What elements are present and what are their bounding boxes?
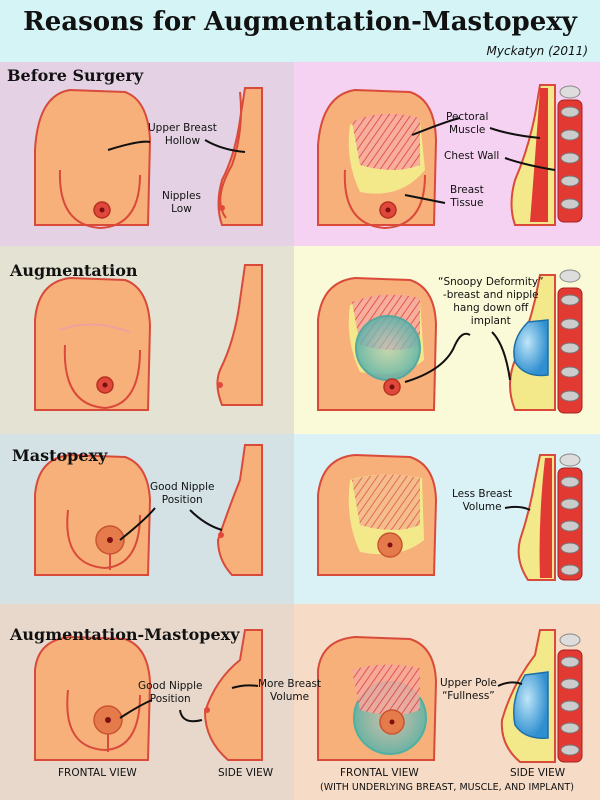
- label-less-breast-volume: Less Breast Volume: [452, 488, 512, 514]
- label-more-breast-volume: More Breast Volume: [258, 678, 321, 704]
- row4-title: Augmentation-Mastopexy: [10, 625, 240, 644]
- row1-frontal-anatomy: [318, 90, 436, 228]
- row4-frontal-anatomy: [318, 637, 436, 760]
- footer-side-view-right: SIDE VIEW: [510, 767, 565, 779]
- label-pectoral-muscle: Pectoral Muscle: [446, 111, 488, 137]
- label-chest-wall: Chest Wall: [444, 150, 499, 163]
- label-snoopy-deformity: “Snoopy Deformity” -breast and nipple ha…: [438, 276, 544, 329]
- row1-frontal-torso: [35, 90, 150, 228]
- label-upper-pole-fullness: Upper Pole “Fullness”: [440, 677, 497, 703]
- label-upper-breast-hollow: Upper Breast Hollow: [148, 122, 217, 148]
- row3-frontal-torso: [35, 455, 150, 575]
- label-breast-tissue: Breast Tissue: [450, 184, 484, 210]
- row2-title: Augmentation: [10, 261, 138, 280]
- row1-title: Before Surgery: [7, 66, 143, 85]
- footer-frontal-view: FRONTAL VIEW: [58, 767, 137, 779]
- row2-frontal-anatomy: [318, 278, 436, 410]
- label-good-nipple-position: Good Nipple Position: [150, 481, 214, 507]
- row3-side-anatomy: [519, 454, 582, 580]
- row1-side-profile: [219, 88, 263, 225]
- row3-title: Mastopexy: [12, 446, 107, 465]
- footer-frontal-view-right: FRONTAL VIEW: [340, 767, 419, 779]
- row3-side-profile: [218, 445, 262, 575]
- row2-frontal-torso: [35, 278, 150, 410]
- footer-side-view: SIDE VIEW: [218, 767, 273, 779]
- row4-frontal-torso: [35, 637, 150, 760]
- row4-side-profile: [204, 630, 262, 760]
- label-nipples-low: Nipples Low: [162, 190, 201, 216]
- row4-side-anatomy: [502, 630, 582, 762]
- row2-side-profile: [217, 265, 262, 405]
- label-good-nipple-position-2: Good Nipple Position: [138, 680, 202, 706]
- row3-frontal-anatomy: [318, 455, 436, 575]
- footer-anatomy-note: (WITH UNDERLYING BREAST, MUSCLE, AND IMP…: [320, 782, 574, 793]
- row1-side-anatomy: [512, 85, 583, 225]
